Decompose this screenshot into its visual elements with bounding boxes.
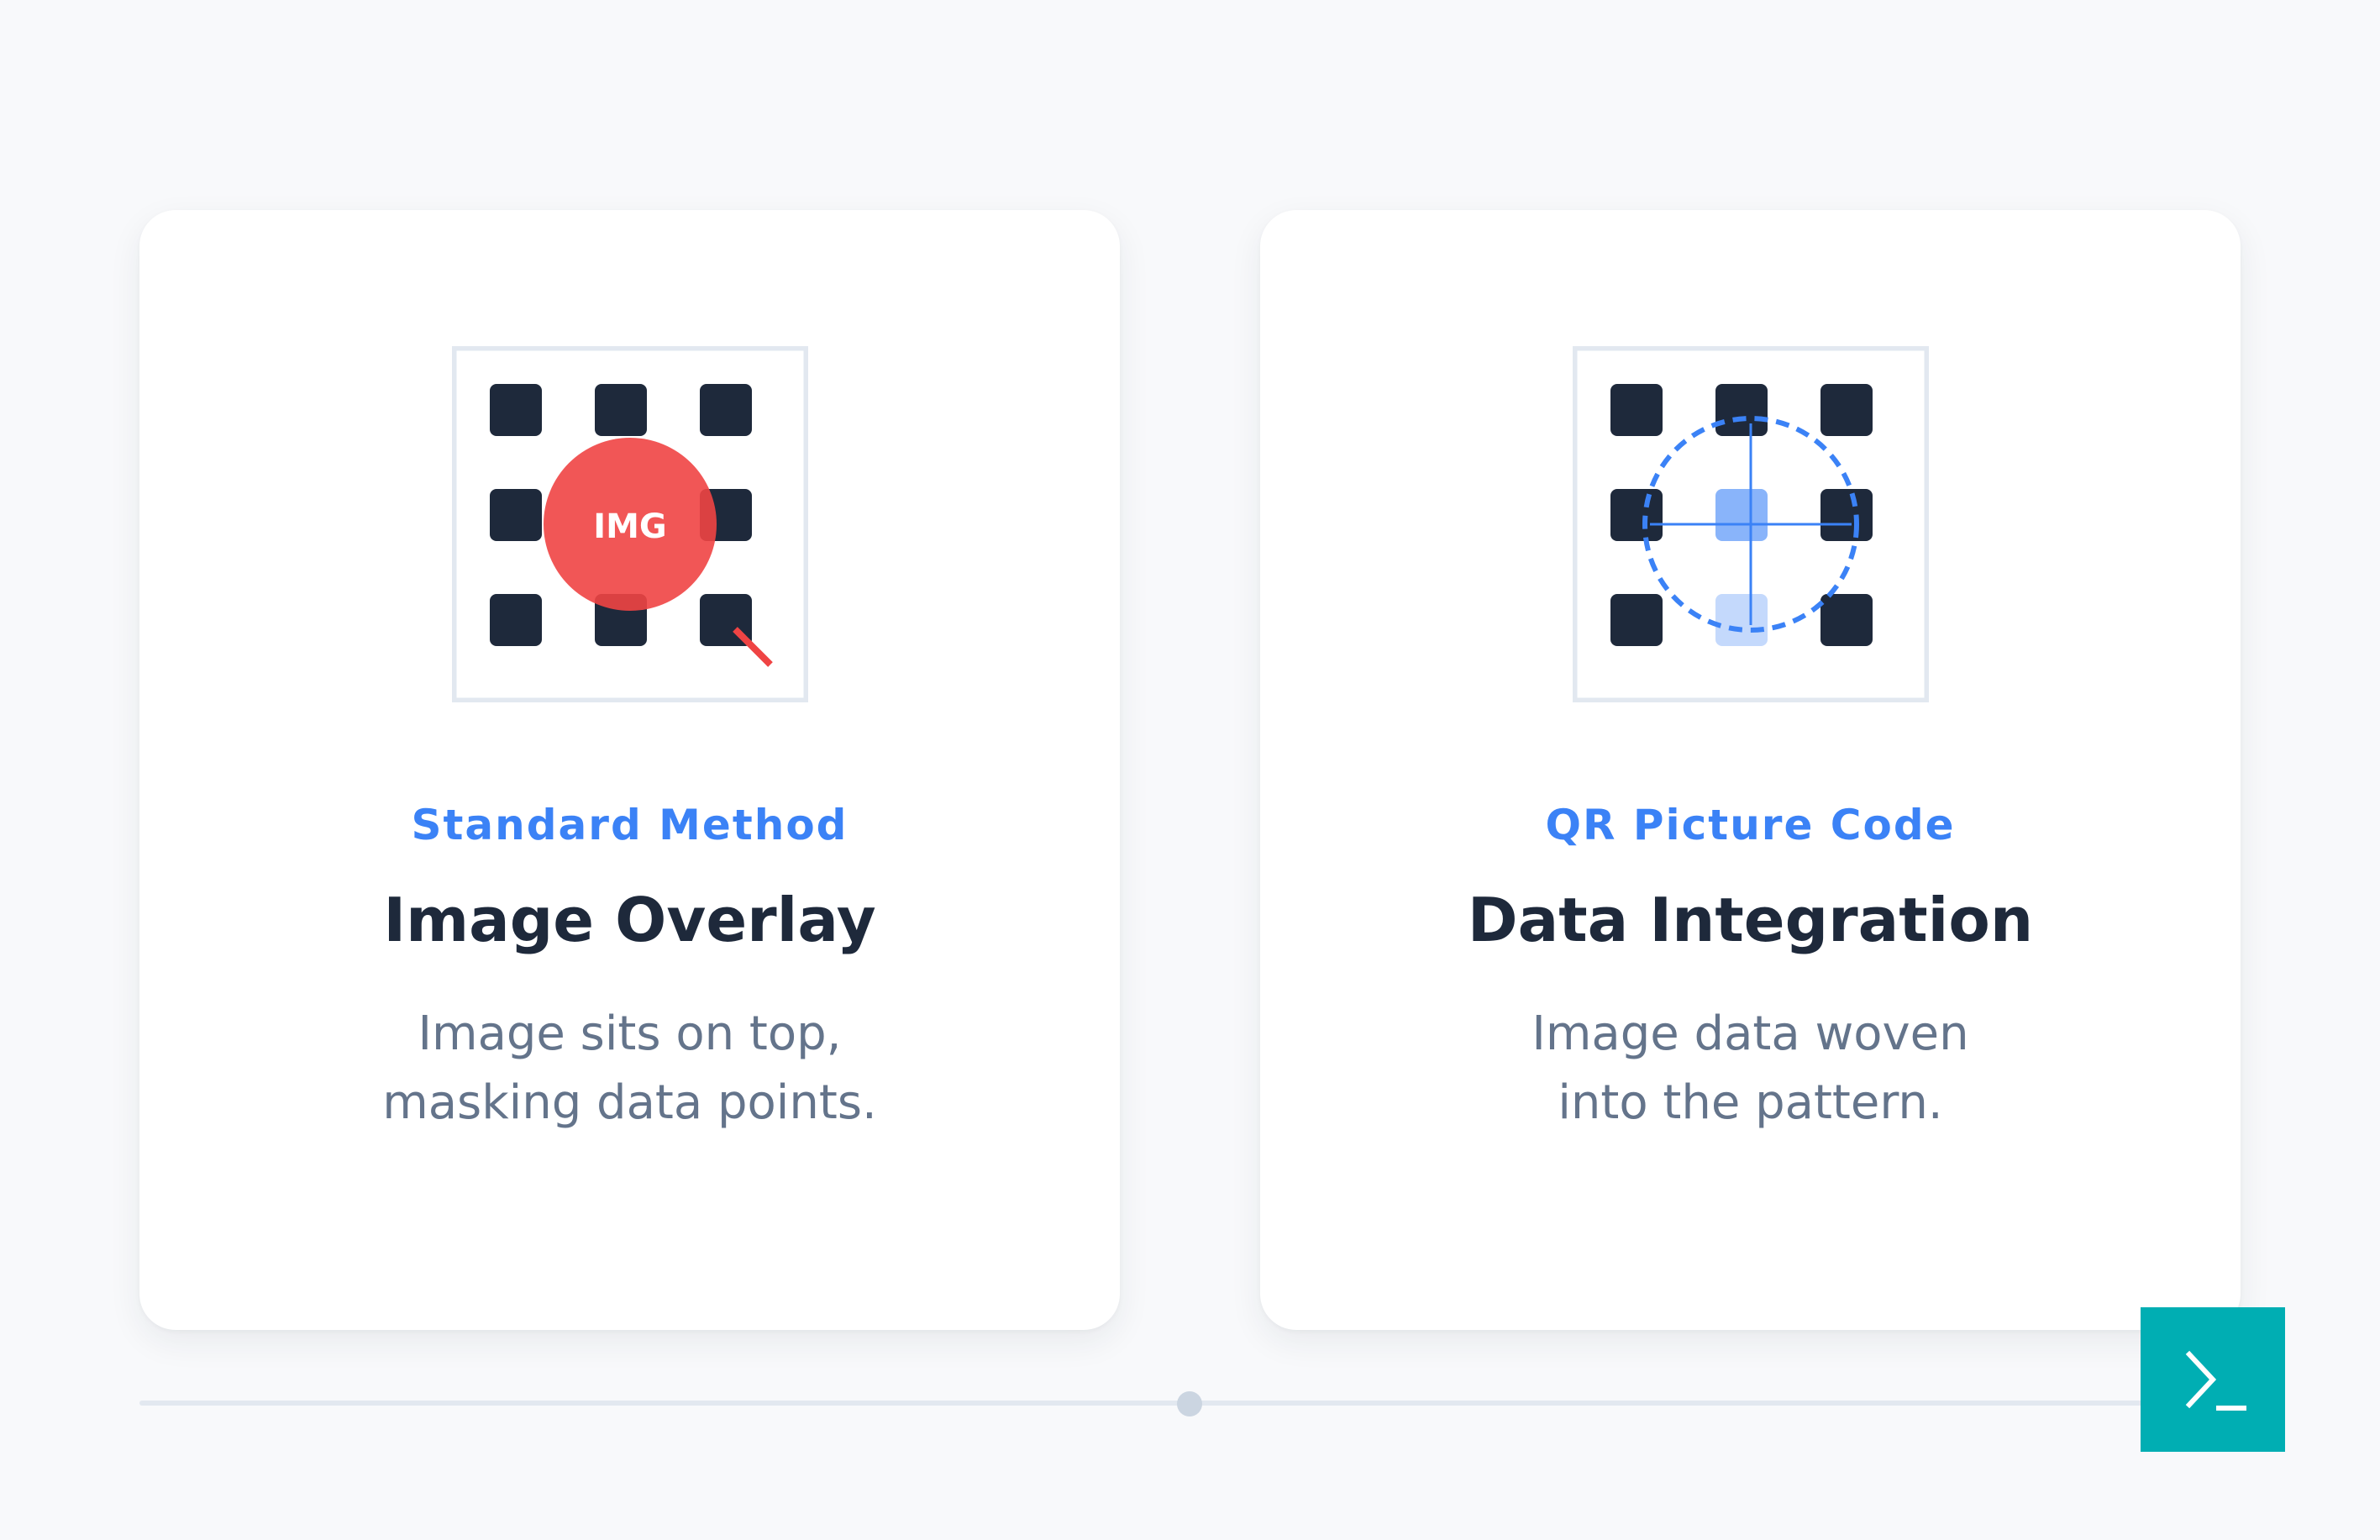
card-data-integration: QR Picture Code Data Integration Image d… bbox=[1260, 210, 2241, 1330]
card-description: Image data woven into the pattern. bbox=[1344, 1000, 2157, 1138]
img-badge-label: IMG bbox=[593, 507, 667, 546]
card-title: Image Overlay bbox=[383, 885, 876, 955]
card-eyebrow: Standard Method bbox=[411, 801, 848, 849]
card-description: Image sits on top, masking data points. bbox=[223, 1000, 1036, 1138]
card-description-line: into the pattern. bbox=[1558, 1075, 1943, 1130]
card-eyebrow: QR Picture Code bbox=[1545, 801, 1956, 849]
card-title: Data Integration bbox=[1467, 885, 2034, 955]
card-image-overlay: IMG Standard Method Image Overlay Image … bbox=[139, 210, 1120, 1330]
qr-overlay-icon: IMG bbox=[452, 346, 808, 702]
card-description-line: masking data points. bbox=[382, 1075, 877, 1130]
terminal-button[interactable] bbox=[2141, 1307, 2285, 1452]
card-description-line: Image data woven bbox=[1532, 1007, 1969, 1061]
terminal-icon bbox=[2185, 1350, 2246, 1411]
comparison-slider-handle[interactable] bbox=[1177, 1391, 1202, 1416]
card-description-line: Image sits on top, bbox=[418, 1007, 842, 1061]
qr-integration-icon bbox=[1573, 346, 1929, 702]
